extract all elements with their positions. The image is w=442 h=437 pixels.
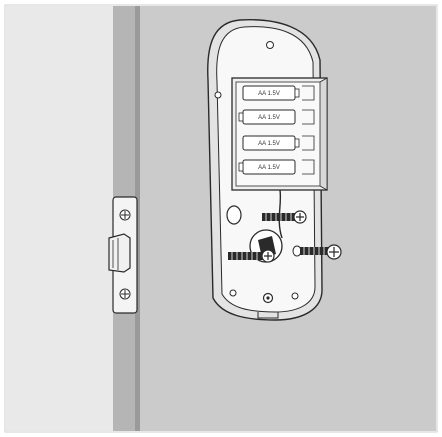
mounting-screw-left bbox=[228, 249, 275, 263]
battery-1: AA 1.5V bbox=[242, 85, 315, 101]
battery-3: AA 1.5V bbox=[242, 135, 315, 151]
connector-cable bbox=[278, 189, 283, 239]
body-screw-top-icon bbox=[266, 41, 274, 49]
mounting-slot-icon bbox=[226, 205, 242, 225]
door-face bbox=[6, 6, 113, 431]
body-screw-bottom-right-icon bbox=[291, 292, 299, 300]
battery-label: AA 1.5V bbox=[258, 141, 280, 147]
battery-label: AA 1.5V bbox=[258, 115, 280, 121]
body-screw-bottom-left-icon bbox=[229, 289, 237, 297]
mounting-screw-right bbox=[292, 244, 342, 260]
mounting-screw-top bbox=[262, 210, 307, 224]
battery-2: AA 1.5V bbox=[238, 109, 315, 125]
bottom-notch bbox=[257, 312, 279, 319]
battery-4: AA 1.5V bbox=[238, 159, 315, 175]
body-screw-left-icon bbox=[214, 91, 222, 99]
battery-label: AA 1.5V bbox=[258, 91, 280, 97]
latch-bolt-icon bbox=[108, 233, 131, 273]
battery-label: AA 1.5V bbox=[258, 165, 280, 171]
